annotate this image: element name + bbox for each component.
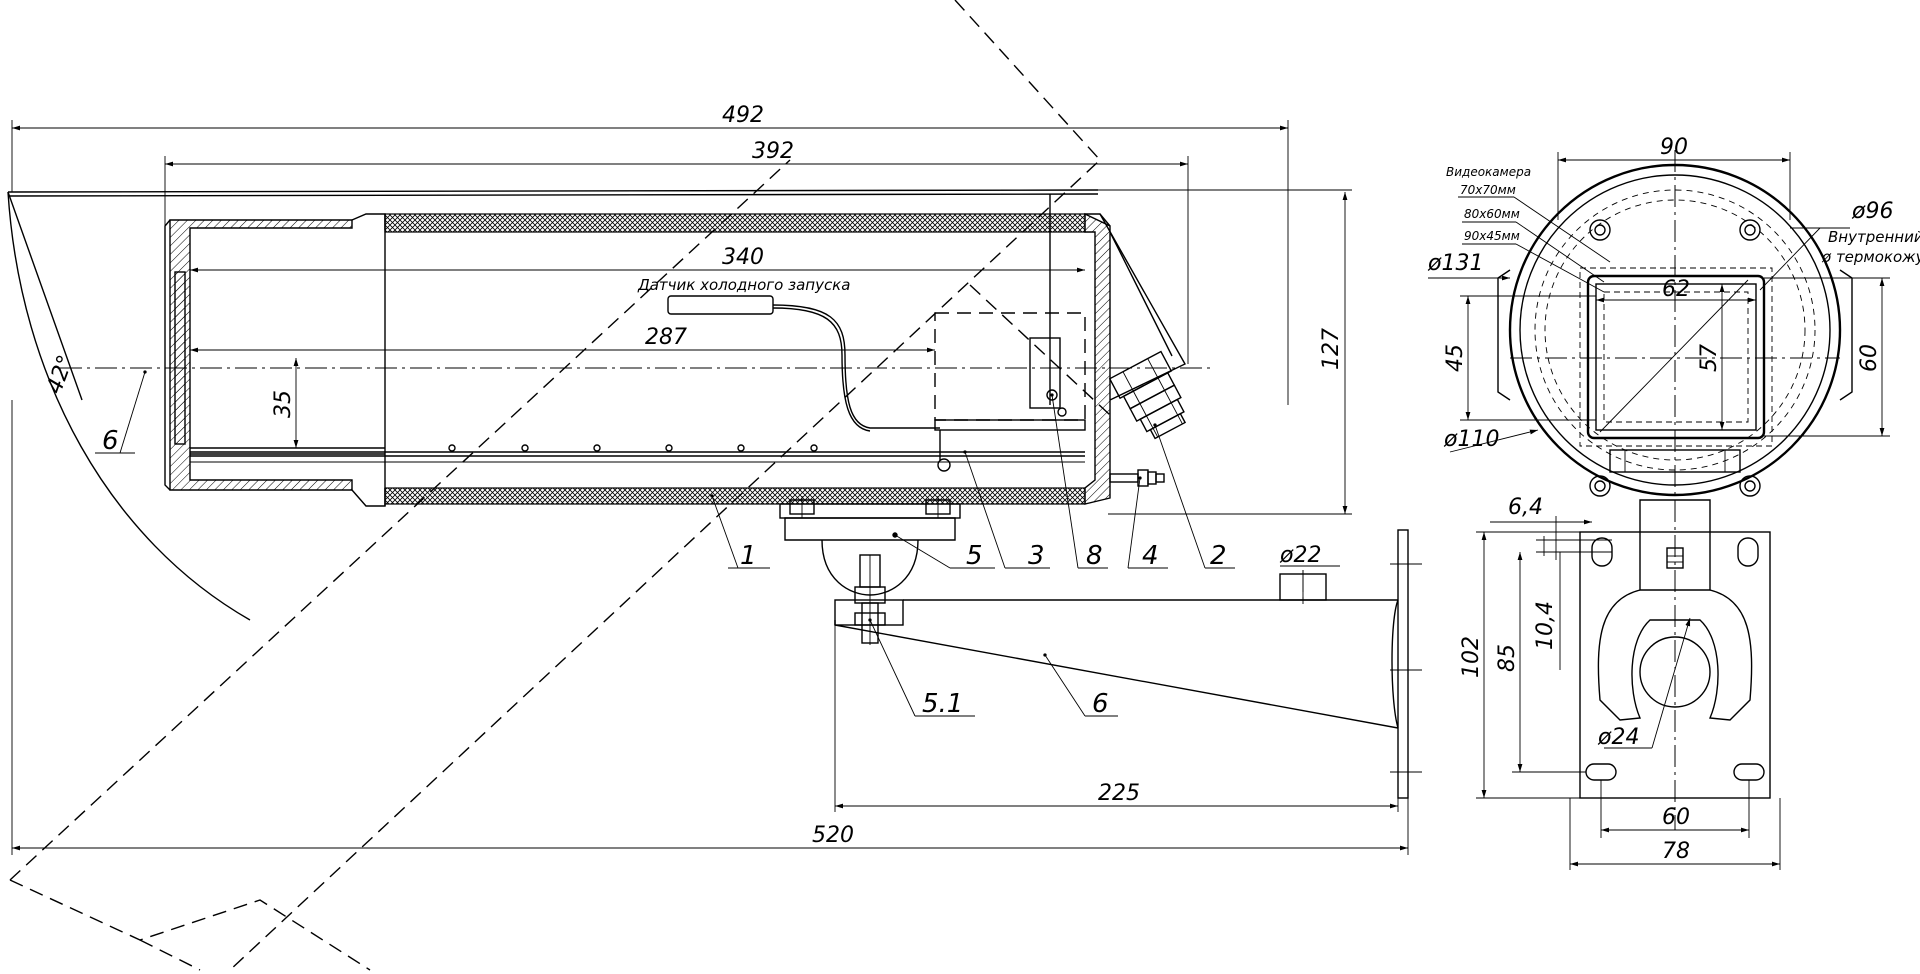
front-view: 90 ø96 Внутренний ø термокожуха Видеокам… xyxy=(1427,135,1920,870)
callout-4: 4 xyxy=(1142,541,1159,571)
dim-57: 57 xyxy=(1697,344,1722,372)
rail-screws xyxy=(448,444,818,452)
callout-2: 2 xyxy=(1210,541,1227,571)
camera-size-2: 80x60мм xyxy=(1464,207,1520,221)
dim-90: 90 xyxy=(1660,135,1688,160)
dim-110: ø110 xyxy=(1443,427,1499,452)
dim-287: 287 xyxy=(645,325,687,350)
bracket-arm xyxy=(834,529,1422,799)
callout-3: 3 xyxy=(1028,541,1045,571)
swivel-mount xyxy=(779,496,961,645)
dim-24: ø24 xyxy=(1597,725,1639,750)
dim-35: 35 xyxy=(271,390,296,418)
camera-title: Видеокамера xyxy=(1446,165,1531,179)
callout-8: 8 xyxy=(1086,541,1103,571)
side-dimensions: 492 392 340 287 35 127 ø22 xyxy=(11,103,1409,855)
camera-size-3: 90x45мм xyxy=(1464,229,1520,243)
side-view: Датчик холодного запуска xyxy=(7,0,1422,971)
side-callouts: 6 1 5 3 8 4 2 xyxy=(95,370,1235,719)
dim-62: 62 xyxy=(1662,277,1690,302)
dim-131: ø131 xyxy=(1427,251,1483,276)
dim-22: ø22 xyxy=(1279,543,1321,568)
angle-42: 42° xyxy=(42,352,79,397)
dim-6-4: 6,4 xyxy=(1508,495,1543,520)
dim-340: 340 xyxy=(722,245,764,270)
sensor-label: Датчик холодного запуска xyxy=(637,276,850,294)
front-bracket xyxy=(1579,499,1771,799)
callout-6: 6 xyxy=(1092,689,1109,719)
dim-127: 127 xyxy=(1319,328,1344,370)
dim-492: 492 xyxy=(722,103,764,128)
dim-60v: 60 xyxy=(1857,344,1882,372)
dim-96: ø96 xyxy=(1851,199,1893,224)
dim-102: 102 xyxy=(1459,636,1484,678)
camera-size-1: 70x70мм xyxy=(1460,183,1516,197)
dim-85: 85 xyxy=(1495,644,1520,672)
inner-label-1: Внутренний xyxy=(1828,228,1920,246)
housing-body xyxy=(164,212,1186,507)
dim-225: 225 xyxy=(1098,781,1140,806)
cold-start-sensor: Датчик холодного запуска xyxy=(637,276,940,432)
camera-mount xyxy=(934,312,1086,472)
dim-520: 520 xyxy=(812,823,854,848)
callout-5-1: 5.1 xyxy=(922,689,963,719)
dim-60h: 60 xyxy=(1662,805,1690,830)
center-lines xyxy=(60,367,1304,605)
callout-1: 1 xyxy=(740,541,757,571)
dim-392: 392 xyxy=(752,139,794,164)
dim-45: 45 xyxy=(1443,344,1468,372)
dim-10-4: 10,4 xyxy=(1533,601,1558,650)
cable-gland xyxy=(1108,350,1187,440)
dim-78: 78 xyxy=(1662,839,1690,864)
inner-label-2: ø термокожуха xyxy=(1821,248,1920,266)
ground-terminal xyxy=(1109,469,1165,487)
callout-5: 5 xyxy=(966,541,983,571)
front-housing xyxy=(1497,150,1853,830)
front-dimensions: 90 ø96 Внутренний ø термокожуха Видеокам… xyxy=(1427,135,1920,870)
swing-outline xyxy=(7,0,1111,971)
callout-7-label: 6 xyxy=(102,426,119,456)
